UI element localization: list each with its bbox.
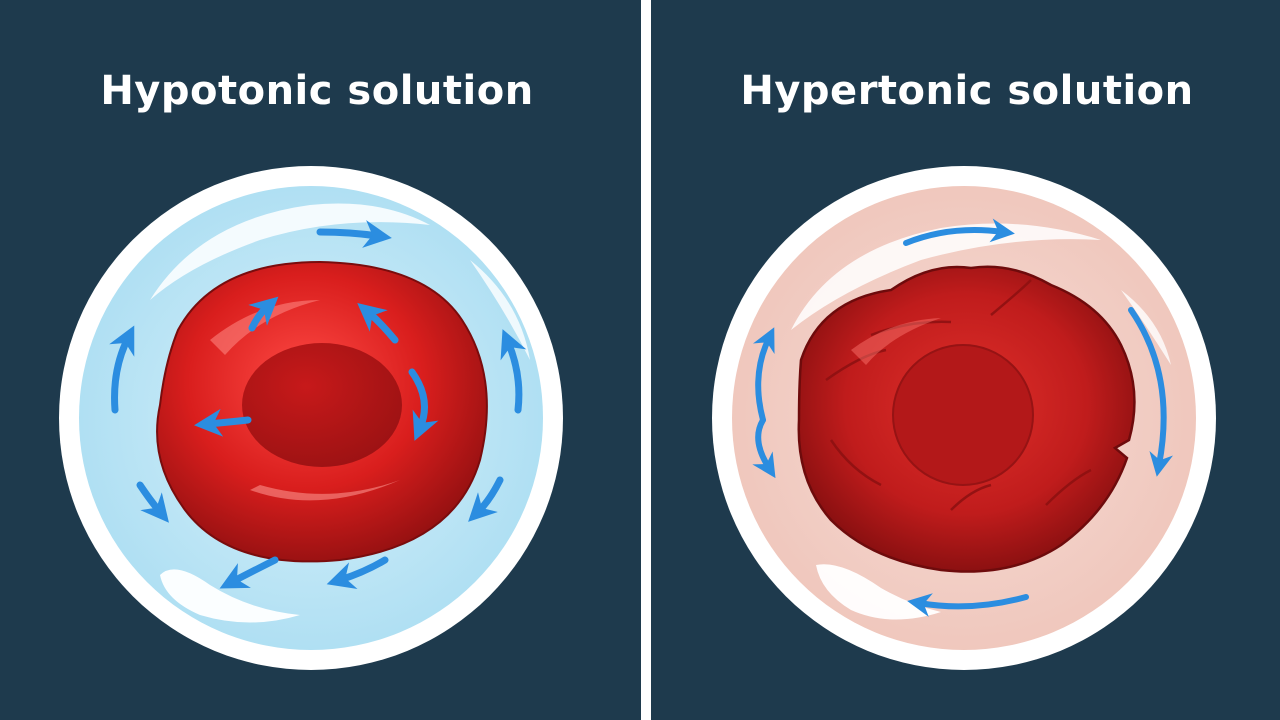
arrow-icon [468,476,504,522]
hypotonic-highlight-bottom [160,569,300,623]
arrow-icon [1128,307,1174,477]
arrow-icon [500,329,527,414]
hypertonic-title: Hypertonic solution [740,68,1194,114]
arrow-icon [907,593,1029,617]
hypertonic-arrows [752,218,1174,617]
arrow-icon [752,327,775,423]
hypotonic-cell-shine [210,300,320,355]
panel-divider [641,0,651,720]
arrow-icon [136,481,169,523]
hypertonic-cell-shine [851,318,941,365]
hypotonic-title: Hypotonic solution [100,68,534,114]
arrow-icon [326,556,389,590]
hypertonic-cell-center [892,344,1034,486]
hypertonic-highlight-top [791,223,1101,330]
hypertonic-cell-creases [825,279,1092,511]
arrow-icon [316,220,392,248]
arrow-icon [194,408,252,437]
hypotonic-highlight-top [150,203,430,300]
hypotonic-arrows [109,220,527,590]
arrow-icon [408,368,439,441]
arrow-icon [109,325,135,414]
arrow-icon [357,303,399,344]
arrow-icon [903,218,1015,246]
arrow-icon [219,556,279,589]
hypertonic-illustration [712,166,1216,670]
arrow-icon [248,296,279,332]
panel-hypotonic: Hypotonic solution [59,68,563,670]
hypotonic-illustration [59,166,563,670]
panel-hypertonic: Hypertonic solution [651,0,1280,720]
arrow-icon [752,417,776,479]
hypotonic-cell-shine-bottom [250,480,400,501]
hypotonic-cell-center [242,343,402,467]
